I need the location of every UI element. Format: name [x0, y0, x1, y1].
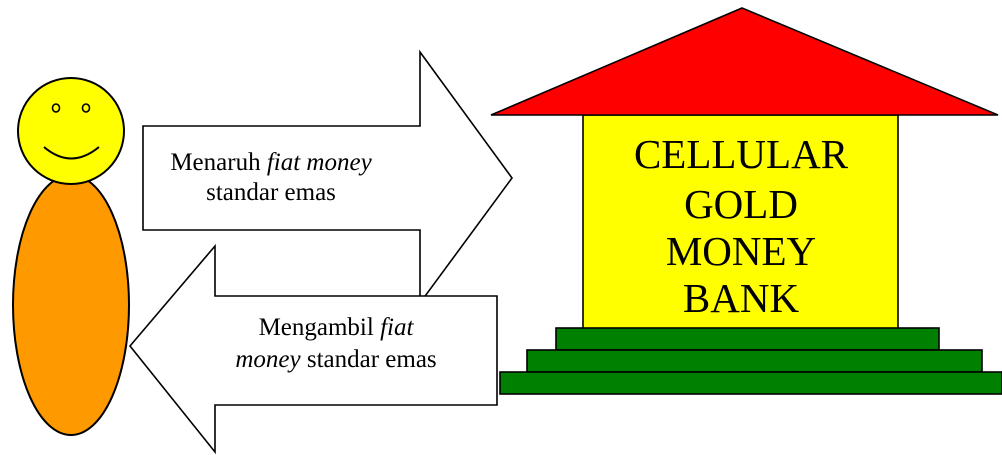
- withdraw-label-italic: fiat: [380, 314, 414, 341]
- person-figure: [12, 77, 130, 436]
- bank-name-line-2: GOLD: [684, 181, 798, 227]
- person-right-eye: [81, 103, 91, 113]
- deposit-arrow-label-line2: standar emas: [206, 179, 336, 206]
- bank-name-line-3: MONEY: [666, 228, 816, 274]
- withdraw-arrow-shape: [128, 243, 498, 455]
- bank-building: CELLULAR GOLD MONEY BANK: [490, 7, 1002, 395]
- bank-step-bottom: [499, 371, 1002, 395]
- deposit-label-prefix: Menaruh: [170, 149, 267, 176]
- person-body: [12, 174, 130, 436]
- deposit-label-italic: fiat money: [267, 149, 373, 176]
- bank-step-middle: [526, 349, 983, 373]
- withdraw-label-line2-suffix: standar emas: [301, 346, 437, 373]
- withdraw-arrow-label: Mengambil fiat: [259, 314, 415, 341]
- bank-roof: [490, 7, 999, 116]
- bank-name-line-1: CELLULAR: [634, 131, 849, 177]
- withdraw-label-prefix: Mengambil: [259, 314, 381, 341]
- withdraw-label-line2-italic: money: [235, 346, 301, 373]
- deposit-arrow-shape: [142, 49, 513, 306]
- person-head-icon: [17, 77, 125, 185]
- withdraw-arrow-label-line2: money standar emas: [235, 346, 436, 373]
- bank-step-top: [555, 327, 940, 351]
- person-smile: [43, 146, 100, 160]
- withdraw-arrow: Mengambil fiat money standar emas: [128, 243, 498, 455]
- bank-walls: [582, 114, 899, 330]
- bank-name-line-4: BANK: [683, 275, 800, 321]
- person-left-eye: [51, 103, 61, 113]
- deposit-arrow-label: Menaruh fiat money: [170, 149, 372, 176]
- deposit-arrow: Menaruh fiat money standar emas: [142, 49, 513, 306]
